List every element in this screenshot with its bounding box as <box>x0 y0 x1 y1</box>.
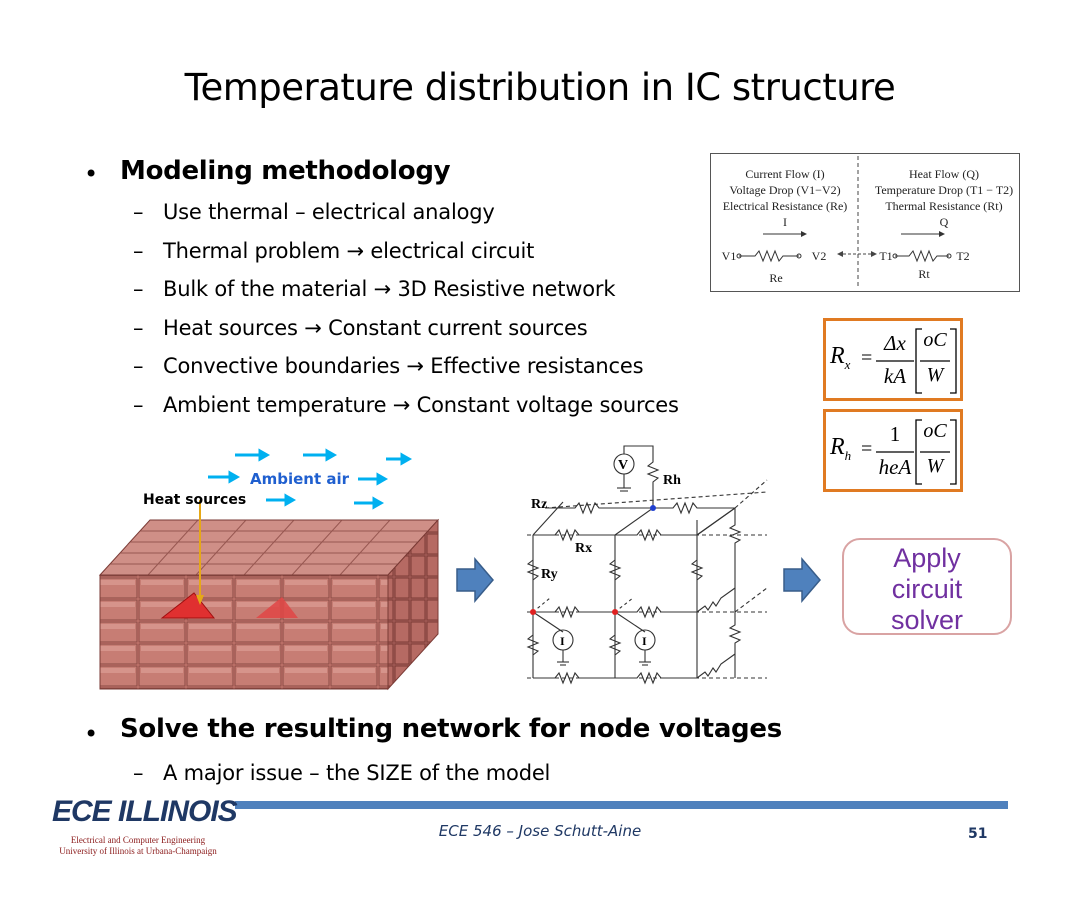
ece-illinois-logo: ECE ILLINOIS <box>52 795 238 828</box>
logo-subtitle: Electrical and Computer Engineering <box>70 835 206 845</box>
sub-item: –Ambient temperature → Constant voltage … <box>133 393 679 417</box>
rx-equation-frame <box>876 328 957 394</box>
analogy-v2: V2 <box>811 249 827 263</box>
analogy-left-line: Current Flow (I) <box>745 167 825 181</box>
voltage-source-label: V <box>618 458 628 473</box>
ic-brick-block-diagram <box>98 448 440 691</box>
analogy-right-heat: Q <box>939 215 949 229</box>
bullet-marker: • <box>84 160 99 188</box>
analogy-right-line: Heat Flow (Q) <box>909 167 979 181</box>
analogy-right-line: Thermal Resistance (Rt) <box>885 199 1003 213</box>
rh-unit-num: oC <box>923 420 947 442</box>
rh-equation-frame <box>876 419 957 485</box>
flow-arrow-icon <box>456 557 494 603</box>
rh-unit-den: W <box>926 455 944 477</box>
analogy-left-current: I <box>783 215 787 229</box>
equals-sign: = <box>861 347 873 369</box>
resistor-network-diagram: V Rh Rz Rx Ry I I <box>526 445 768 685</box>
analogy-t1: T1 <box>879 249 893 263</box>
rh-numerator: 1 <box>889 422 901 446</box>
page-number: 51 <box>968 826 988 842</box>
apply-line: solver <box>890 605 964 635</box>
analogy-left-line: Electrical Resistance (Re) <box>722 199 848 213</box>
apply-line: Apply <box>893 543 961 573</box>
thermal-electrical-analogy-table: Current Flow (I) Voltage Drop (V1−V2) El… <box>710 153 1020 292</box>
rx-lhs: R <box>830 343 845 369</box>
ry-resistor-label: Ry <box>541 567 558 582</box>
ambient-air-label: Ambient air <box>250 470 350 488</box>
bullet-heading-solve: Solve the resulting network for node vol… <box>120 714 782 744</box>
sub-item: –Use thermal – electrical analogy <box>133 200 495 224</box>
rx-resistor-label: Rx <box>575 541 592 556</box>
sub-item: –Thermal problem → electrical circuit <box>133 239 535 263</box>
rh-sub: h <box>844 447 852 463</box>
rx-unit-num: oC <box>923 329 947 351</box>
footer-divider <box>235 801 1008 809</box>
sub-item: –A major issue – the SIZE of the model <box>133 761 551 785</box>
current-source-label: I <box>560 634 565 648</box>
analogy-right-line: Temperature Drop (T1 − T2) <box>874 183 1014 197</box>
rh-equation-box: Rh = 1 heA oC W <box>823 409 963 492</box>
bullet-heading-modeling: Modeling methodology <box>120 156 451 186</box>
equals-sign: = <box>861 438 873 460</box>
logo-subtitle: University of Illinois at Urbana-Champai… <box>59 846 217 856</box>
sub-item: –Heat sources → Constant current sources <box>133 316 588 340</box>
footer-course: ECE 546 – Jose Schutt-Aine <box>438 822 642 840</box>
analogy-left-line: Voltage Drop (V1−V2) <box>729 183 841 197</box>
bullet-marker: • <box>84 720 99 748</box>
rx-denominator: kA <box>883 364 907 388</box>
rx-equation-box: Rx = Δx kA oC W <box>823 318 963 401</box>
rx-numerator: Δx <box>884 331 906 355</box>
analogy-re: Re <box>769 271 783 285</box>
current-source-label: I <box>642 634 647 648</box>
rx-sub: x <box>844 356 851 372</box>
apply-line: circuit <box>891 574 963 604</box>
sub-item: –Convective boundaries → Effective resis… <box>133 354 644 378</box>
flow-arrow-icon <box>783 557 821 603</box>
analogy-diagram <box>736 156 952 289</box>
sub-item: –Bulk of the material → 3D Resistive net… <box>133 277 616 301</box>
analogy-t2: T2 <box>956 249 970 263</box>
analogy-v1: V1 <box>721 249 737 263</box>
rx-unit-den: W <box>926 364 944 386</box>
apply-circuit-solver-box: Apply circuit solver <box>842 538 1012 635</box>
rh-denominator: heA <box>878 455 912 479</box>
rh-resistor-label: Rh <box>663 473 681 488</box>
analogy-rt: Rt <box>918 267 930 281</box>
heat-sources-label: Heat sources <box>143 492 247 508</box>
rh-lhs: R <box>830 434 845 460</box>
rz-resistor-label: Rz <box>531 497 547 512</box>
slide-title: Temperature distribution in IC structure <box>184 66 896 109</box>
